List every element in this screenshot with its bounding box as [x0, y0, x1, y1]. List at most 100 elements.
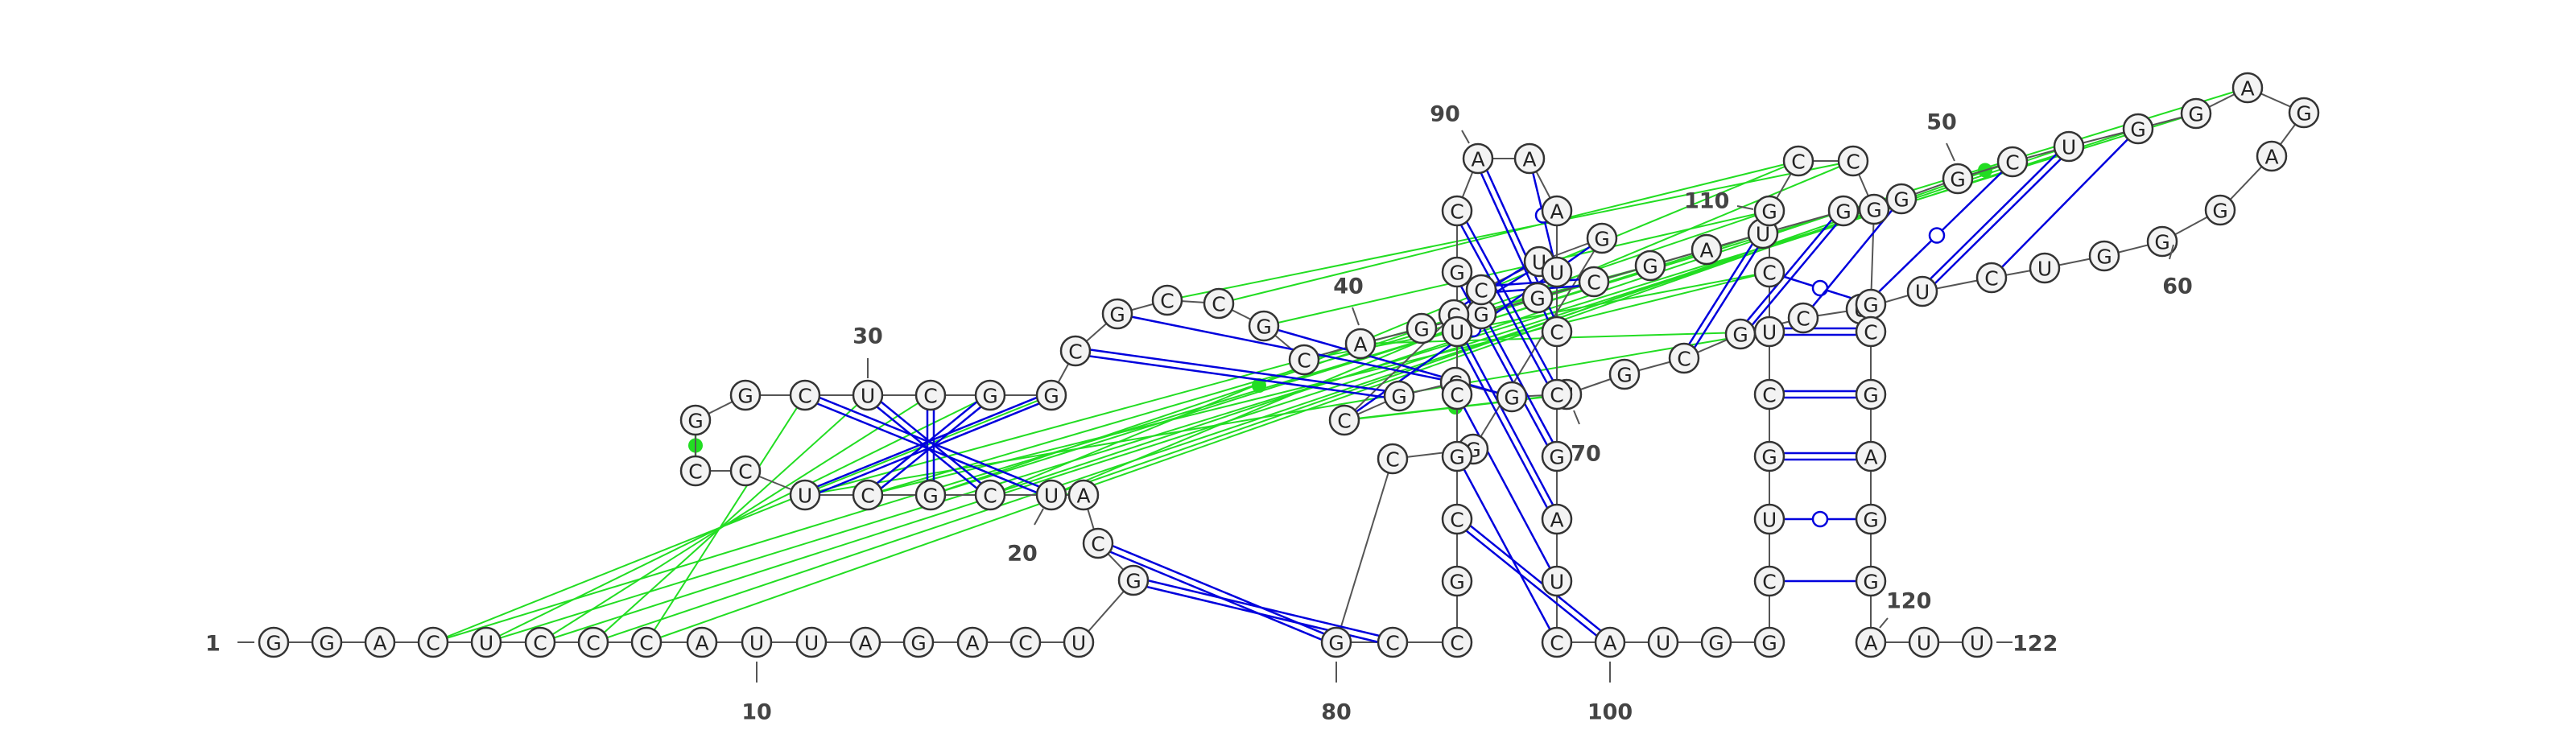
nucleotide-letter: C — [639, 632, 653, 655]
index-label: 100 — [1587, 700, 1633, 725]
gc-pair — [1742, 212, 1847, 337]
nucleotide-letter: C — [1450, 384, 1463, 407]
nucleotide-12: A — [849, 626, 881, 658]
nucleotide-6: C — [524, 626, 556, 658]
nucleotide-letter: A — [1550, 509, 1563, 532]
nucleotide-81: C — [1377, 626, 1409, 658]
nucleotide-40: A — [1344, 328, 1377, 360]
nucleotide-letter: A — [1864, 632, 1877, 655]
nucleotide-letter: C — [738, 460, 752, 484]
nucleotide-letter: C — [1068, 340, 1082, 364]
nucleotide-letter: U — [861, 385, 875, 408]
nucleotide-77: G — [1586, 222, 1618, 254]
nucleotide-43: G — [1521, 282, 1554, 314]
nucleotide-letter: C — [1450, 632, 1463, 655]
index-label: 90 — [1430, 102, 1460, 127]
nucleotide-102: G — [1700, 626, 1732, 658]
nucleotide-letter: U — [1917, 632, 1931, 655]
nucleotide-letter: G — [1761, 446, 1777, 469]
nucleotide-letter: G — [1863, 509, 1878, 532]
nucleotide-95: C — [1541, 378, 1573, 410]
nucleotide-34: C — [1059, 335, 1092, 367]
nucleotide-letter: C — [1212, 293, 1225, 316]
nucleotide-17: G — [1117, 564, 1150, 596]
nucleotide-60: G — [2088, 240, 2120, 272]
nucleotide-45: G — [1634, 250, 1666, 282]
nucleotide-57: A — [2256, 140, 2288, 172]
index-label: 60 — [2162, 274, 2193, 299]
gc-pair — [1736, 208, 1842, 333]
nucleotide-110: G — [1753, 195, 1785, 227]
gc-pair — [1923, 147, 2072, 295]
nucleotide-79: C — [1377, 443, 1409, 475]
nucleotide-38: G — [1248, 310, 1280, 342]
nucleotide-117: A — [1855, 440, 1887, 472]
nucleotide-letter: C — [923, 385, 937, 408]
au-pair — [1455, 456, 1558, 643]
nucleotide-letter: A — [1603, 632, 1616, 655]
gu-wobble-marker — [1928, 227, 1946, 244]
nucleotide-letter: U — [1550, 262, 1564, 285]
nucleotide-letter: U — [1762, 509, 1777, 532]
nucleotide-44: C — [1578, 266, 1610, 298]
nucleotide-letter: A — [2240, 77, 2254, 101]
nucleotide-48: G — [1827, 195, 1860, 227]
nucleotide-41: G — [1406, 312, 1438, 344]
pseudoknot-link — [432, 394, 1052, 643]
backbone-bond — [1335, 458, 1393, 643]
nucleotide-letter: C — [1385, 448, 1399, 472]
nucleotide-87: U — [1441, 316, 1473, 348]
nucleotide-letter: C — [1864, 321, 1877, 344]
nucleotide-4: C — [417, 626, 449, 658]
index-tick — [2169, 244, 2174, 260]
nucleotide-94: C — [1541, 316, 1573, 348]
nucleotide-7: C — [577, 626, 609, 658]
nucleotide-letter: A — [373, 632, 386, 655]
nucleotide-15: C — [1009, 626, 1042, 658]
gc-pair — [803, 391, 1051, 493]
pseudoknot-link — [646, 394, 806, 643]
pseudoknot-link — [539, 394, 931, 643]
nucleotide-letter: A — [1550, 200, 1563, 224]
nucleotide-99: C — [1541, 626, 1573, 658]
nucleotide-63: U — [1906, 275, 1938, 307]
nucleotide-19: A — [1067, 479, 1100, 511]
pseudoknot-link — [1166, 160, 1854, 301]
nucleotide-letter: A — [1076, 485, 1090, 508]
nucleotide-13: G — [902, 626, 935, 658]
nucleotide-98: U — [1541, 565, 1573, 597]
nucleotide-letter: C — [1677, 348, 1690, 371]
nucleotide-105: U — [1753, 503, 1785, 535]
gc-pair — [1459, 329, 1561, 518]
nucleotide-9: A — [686, 626, 718, 658]
nucleotide-letter: U — [1044, 485, 1059, 508]
nucleotide-80: G — [1320, 626, 1352, 658]
nucleotide-letter: C — [1846, 151, 1860, 174]
nucleotide-letter: G — [1549, 446, 1564, 469]
nucleotide-82: C — [1441, 626, 1473, 658]
pseudoknot-link — [432, 87, 2248, 643]
nucleotide-letter: C — [1018, 632, 1032, 655]
index-tick — [1461, 130, 1470, 144]
nucleotide-letter: G — [2188, 103, 2203, 126]
nucleotide-112: C — [1837, 145, 1869, 177]
nucleotide-letter: G — [1256, 316, 1271, 339]
nucleotide-118: G — [1855, 503, 1887, 535]
index-label: 70 — [1571, 442, 1601, 467]
nucleotide-11: U — [795, 626, 828, 658]
nucleotide-letter: G — [1328, 632, 1344, 655]
nucleotide-62: C — [1975, 262, 2008, 294]
pseudoknot-link — [867, 271, 1770, 496]
nucleotide-55: A — [2231, 72, 2264, 104]
nucleotide-93: U — [1541, 256, 1573, 288]
nucleotide-letter: A — [1471, 148, 1484, 171]
nucleotide-letter: U — [2062, 136, 2076, 159]
nucleotide-104: C — [1753, 565, 1785, 597]
gc-pair — [869, 391, 993, 493]
nucleotide-letter: C — [688, 460, 702, 484]
nucleotide-24: U — [789, 479, 821, 511]
gc-pair — [1454, 521, 1609, 646]
